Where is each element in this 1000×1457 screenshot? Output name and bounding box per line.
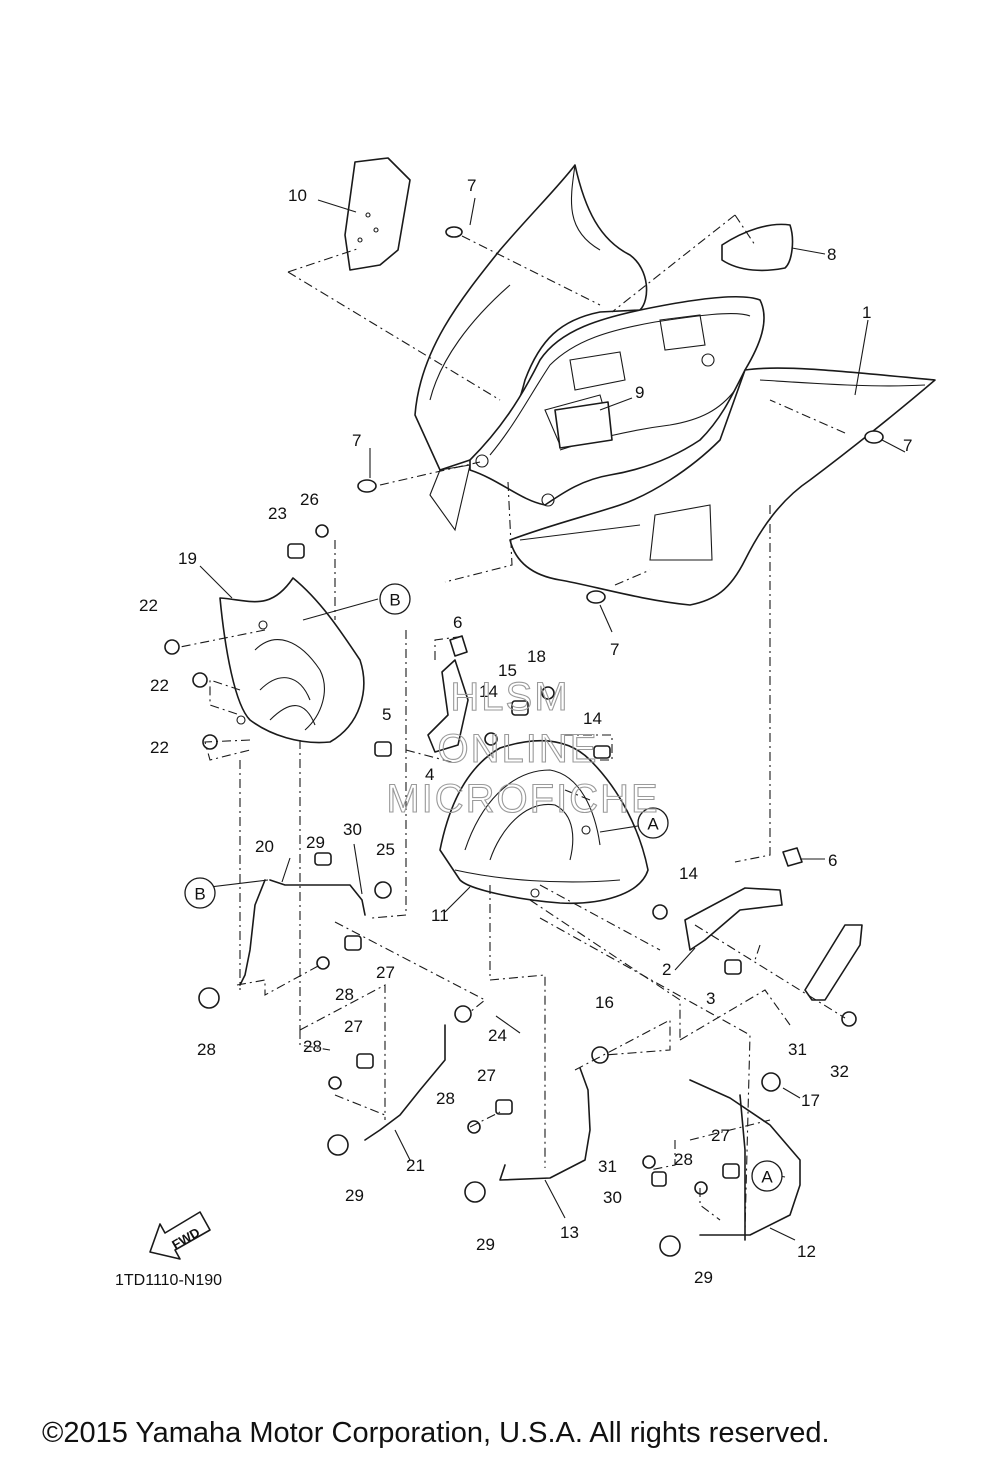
bracket-clip-6b	[782, 847, 803, 867]
callout-label: 14	[679, 864, 698, 883]
watermark-line: HLSM	[450, 675, 569, 719]
callouts: 1 2 3 4 5 6 6 7 7 7 7 8 9 10 11 12 13 14…	[139, 176, 912, 1287]
callout-label: 7	[467, 176, 476, 195]
callout-label: 28	[674, 1150, 693, 1169]
callout-label: 27	[477, 1066, 496, 1085]
bracket-part-2	[684, 887, 783, 951]
guard-part-10	[344, 157, 411, 271]
callout-label: 6	[453, 613, 462, 632]
callout-label: 27	[376, 963, 395, 982]
ref-circle-b-left: B	[184, 877, 216, 909]
callout-label: 25	[376, 840, 395, 859]
callout-label: 21	[406, 1156, 425, 1175]
callout-label: 14	[479, 682, 498, 701]
callout-label: 29	[306, 833, 325, 852]
callout-label: 3	[706, 989, 715, 1008]
forward-arrow-icon: FWD	[149, 1211, 211, 1260]
callout-label: 11	[431, 906, 449, 925]
callout-label: 30	[343, 820, 362, 839]
diagram-code: 1TD1110-N190	[115, 1272, 222, 1289]
ref-circle-b-top: B	[379, 583, 411, 615]
callout-label: 23	[268, 504, 287, 523]
watermark: HLSM ONLINE MICROFICHE	[386, 674, 659, 821]
callout-label: 32	[830, 1062, 849, 1081]
callout-label: 31	[598, 1157, 617, 1176]
callout-label: 1	[862, 303, 871, 322]
ref-a-label: A	[761, 1168, 773, 1187]
rear-fender-drawing	[414, 164, 936, 606]
leader-lines	[184, 197, 906, 1241]
callout-label: 7	[352, 431, 361, 450]
callout-label: 16	[595, 993, 614, 1012]
callout-label: 24	[488, 1026, 507, 1045]
callout-label: 8	[827, 245, 836, 264]
ref-b-label: B	[389, 591, 400, 610]
callout-label: 27	[344, 1017, 363, 1036]
bracket-part-4	[427, 659, 469, 753]
ref-circle-a-top: A	[637, 807, 669, 839]
left-mudguard-part-19	[219, 577, 365, 744]
callout-label: 26	[300, 490, 319, 509]
callout-label: 20	[255, 837, 274, 856]
callout-label: 5	[382, 705, 391, 724]
callout-label: 2	[662, 960, 671, 979]
bracket-clip-6	[449, 635, 468, 657]
seat-lock-part-9	[554, 401, 613, 449]
right-mudguard-part-11	[439, 740, 649, 905]
ref-b-label: B	[194, 885, 205, 904]
callout-label: 29	[476, 1235, 495, 1254]
bracket-part-32	[804, 924, 863, 1001]
callout-label: 6	[828, 851, 837, 870]
callout-label: 29	[694, 1268, 713, 1287]
watermark-line: MICROFICHE	[386, 777, 659, 821]
stays	[239, 879, 801, 1241]
callout-label: 12	[797, 1242, 816, 1261]
watermark-line: ONLINE	[438, 727, 599, 771]
callout-label: 22	[139, 596, 158, 615]
callout-label: 29	[345, 1186, 364, 1205]
callout-label: 22	[150, 676, 169, 695]
callout-label: 9	[635, 383, 644, 402]
ref-circle-a-bottom: A	[751, 1160, 783, 1192]
callout-label: 31	[788, 1040, 807, 1059]
copyright-text: ©2015 Yamaha Motor Corporation, U.S.A. A…	[42, 1417, 830, 1449]
ref-a-label: A	[647, 815, 659, 834]
callout-label: 7	[903, 436, 912, 455]
fasteners-part-7	[357, 226, 884, 604]
callout-label: 13	[560, 1223, 579, 1242]
assembly-lines	[179, 214, 846, 1231]
callout-label: 22	[150, 738, 169, 757]
callout-label: 28	[303, 1037, 322, 1056]
callout-label: 14	[583, 709, 602, 728]
callout-label: 28	[197, 1040, 216, 1059]
callout-label: 28	[335, 985, 354, 1004]
callout-label: 19	[178, 549, 197, 568]
callout-label: 30	[603, 1188, 622, 1207]
callout-label: 4	[425, 765, 434, 784]
callout-label: 17	[801, 1091, 820, 1110]
callout-label: 15	[498, 661, 517, 680]
callout-label: 7	[610, 640, 619, 659]
callout-label: 27	[711, 1126, 730, 1145]
callout-label: 28	[436, 1089, 455, 1108]
callout-label: 10	[288, 186, 307, 205]
cover-part-8	[721, 223, 794, 272]
callout-label: 18	[527, 647, 546, 666]
